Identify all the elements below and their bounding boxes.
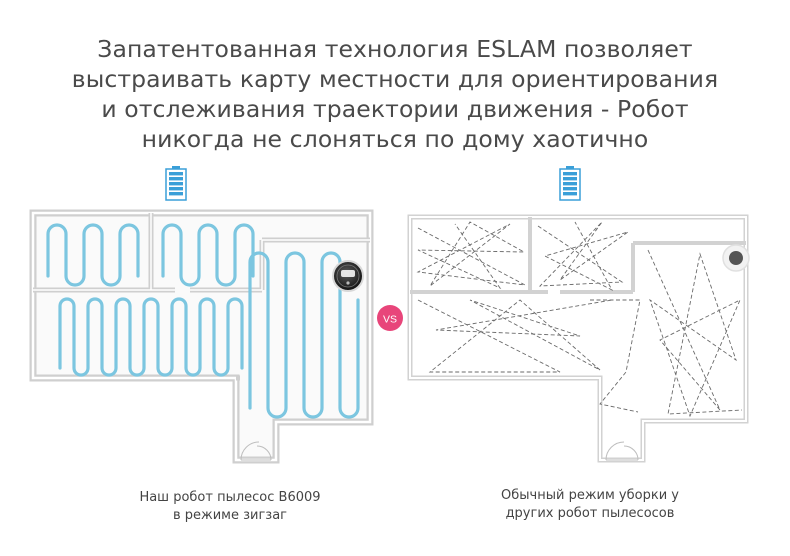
robot-vacuum-icon: [722, 244, 750, 272]
floorplan-right: [407, 214, 750, 463]
vs-divider: VS: [377, 195, 403, 440]
headline-line-1: Запатентованная технология ESLAM позволя…: [97, 35, 693, 63]
right-caption-line-2: других робот пылесосов: [505, 506, 675, 521]
cleaning-path-room-2: [161, 223, 255, 287]
door-icon: [240, 441, 272, 461]
random-path-room-4: [647, 249, 743, 418]
headline: Запатентованная технология ESLAM позволя…: [0, 34, 790, 154]
random-path-room-1: [416, 221, 526, 290]
right-caption: Обычный режим уборки у других робот пыле…: [470, 487, 710, 523]
left-caption-line-2: в режиме зигзаг: [172, 508, 288, 523]
door-icon: [605, 441, 639, 461]
battery-full-icon: [559, 166, 581, 201]
random-path-room-3: [417, 299, 613, 373]
left-caption: Наш робот пылесос B6009 в режиме зигзаг: [110, 489, 350, 525]
cleaning-path-room-1: [46, 223, 140, 287]
vs-label: VS: [383, 314, 397, 326]
robot-vacuum-icon: [332, 260, 364, 292]
floorplan-left: [29, 209, 374, 464]
right-caption-line-1: Обычный режим уборки у: [501, 488, 679, 503]
random-path-corridor: [590, 299, 641, 413]
headline-line-2: выстраивать карту местности для ориентир…: [71, 65, 719, 93]
cleaning-path-room-4: [248, 251, 360, 419]
headline-line-3: и отслеживания траектории движения - Роб…: [101, 95, 689, 123]
cleaning-path-room-3: [58, 297, 244, 377]
headline-line-4: никогда не слоняться по дому хаотично: [141, 125, 649, 153]
left-caption-line-1: Наш робот пылесос B6009: [139, 490, 321, 505]
battery-full-icon: [165, 166, 187, 201]
